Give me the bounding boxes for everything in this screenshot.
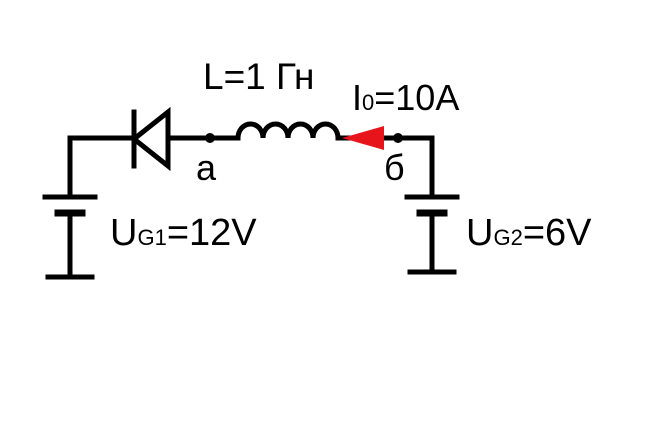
current-label-sub: 0 xyxy=(362,90,375,115)
current-label: I0=10A xyxy=(352,80,459,116)
node-a-dot xyxy=(205,133,215,143)
source2-label: UG2=6V xyxy=(466,214,591,252)
source-g1 xyxy=(42,194,98,280)
node-a-label: a xyxy=(196,147,217,188)
inductor-label: L=1 Гн xyxy=(203,56,315,97)
current-arrow-icon xyxy=(342,126,384,150)
source2-label-main: U xyxy=(466,212,494,254)
current-label-rest: =10A xyxy=(374,77,460,118)
wire-left xyxy=(67,135,133,198)
source1-label-rest: =12V xyxy=(166,212,257,254)
source-g2 xyxy=(404,194,460,275)
inductor xyxy=(235,121,341,141)
node-b-label: б xyxy=(384,147,405,188)
source1-label: UG1=12V xyxy=(110,214,257,252)
source1-label-sub: G1 xyxy=(137,225,167,250)
diode xyxy=(129,106,213,172)
current-label-main: I xyxy=(352,77,363,118)
wire-right xyxy=(395,135,435,198)
source2-label-sub: G2 xyxy=(493,225,523,250)
source1-label-main: U xyxy=(110,212,138,254)
source2-label-rest: =6V xyxy=(522,212,592,254)
node-b-dot xyxy=(393,133,403,143)
